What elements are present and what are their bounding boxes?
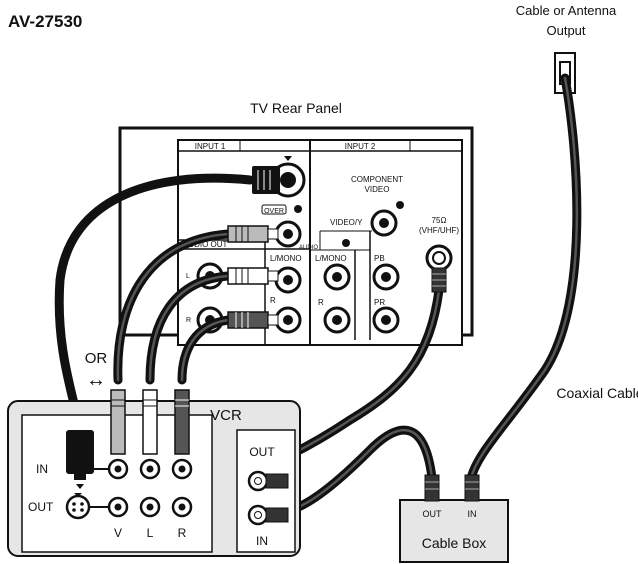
antenna-to-cablebox-cable <box>467 73 582 480</box>
vcr-rf-out-jack <box>247 470 289 492</box>
component-label-line2: VIDEO <box>365 185 390 194</box>
tv-component-y-jack <box>370 209 398 237</box>
ohm-label-line2: (VHF/UHF) <box>419 226 459 235</box>
audio-out-l-label: L <box>186 273 190 280</box>
tv-component-pr-jack <box>372 306 400 334</box>
cablebox-to-vcr-cable <box>285 425 437 515</box>
vcr-in-left-audio-jack <box>139 458 161 480</box>
vcr-in-label: IN <box>36 462 48 476</box>
tv-input1-video-jack <box>274 220 302 248</box>
tv-input2-right-audio-jack <box>323 306 351 334</box>
audio-small-label: AUDIO <box>299 245 318 251</box>
vcr-out-s-video-jack <box>65 493 91 520</box>
cable-box-device <box>399 499 509 563</box>
vcr-rf-in-jack <box>247 504 289 526</box>
audio-out-r-label: R <box>186 317 191 324</box>
coax-plug-tv <box>431 267 447 293</box>
vcr-left-audio-rca-plug <box>142 389 158 455</box>
video-rca-cable <box>113 229 233 385</box>
lmono-label-input2: L/MONO <box>315 254 347 263</box>
tv-panel-title: TV Rear Panel <box>250 100 342 116</box>
vcr-label: VCR <box>210 407 242 424</box>
cablebox-in-label: IN <box>468 509 477 519</box>
videoy-label: VIDEO/Y <box>330 218 363 227</box>
vcr-out-video-jack <box>107 496 129 518</box>
r-label-input2: R <box>318 298 324 307</box>
pr-label: PR <box>374 298 385 307</box>
audio-out-label: AUDIO OUT <box>183 240 228 249</box>
vcr-r-label: R <box>178 526 187 540</box>
tv-input1-left-audio-jack <box>274 266 302 294</box>
over-label: OVER <box>264 208 284 215</box>
tv-input1-right-audio-jack <box>274 306 302 334</box>
component-label-line1: COMPONENT <box>351 175 403 184</box>
cablebox-out-label: OUT <box>423 509 443 519</box>
r-label-input1: R <box>270 296 276 305</box>
vcr-in-video-jack <box>107 458 129 480</box>
vcr-out-label: OUT <box>28 500 54 514</box>
vcr-in-right-audio-jack <box>171 458 193 480</box>
cablebox-in-plug <box>464 474 480 502</box>
input2-label: INPUT 2 <box>345 142 376 151</box>
or-label: OR <box>85 350 108 367</box>
left-audio-rca-cable <box>145 271 233 385</box>
vcr-l-label: L <box>147 526 154 540</box>
s-video-cable <box>54 173 255 435</box>
cablebox-out-plug <box>424 474 440 502</box>
antenna-label-line1: Cable or Antenna <box>516 3 617 18</box>
video-rca-plug-tv <box>227 225 279 243</box>
right-audio-rca-cable <box>177 315 233 385</box>
vcr-s-video-plug <box>66 430 94 489</box>
vcr-video-rca-plug <box>110 389 126 455</box>
vcr-out-right-audio-jack <box>171 496 193 518</box>
tv-antenna-jack <box>425 244 453 272</box>
tv-to-vcr-rf-cable <box>285 285 444 460</box>
vcr-rf-out-label: OUT <box>249 445 275 459</box>
vcr-rf-in-label: IN <box>256 534 268 548</box>
cablebox-label: Cable Box <box>422 535 487 551</box>
coaxial-cable-label: Coaxial Cable <box>556 385 638 401</box>
s-video-plug-tv <box>252 166 280 194</box>
lmono-label-input1: L/MONO <box>270 254 302 263</box>
model-number: AV-27530 <box>8 12 82 31</box>
tv-component-pb-jack <box>372 263 400 291</box>
input1-label: INPUT 1 <box>195 142 226 151</box>
tv-input2-left-audio-jack <box>323 263 351 291</box>
pb-label: PB <box>374 254 385 263</box>
left-audio-rca-plug-tv <box>227 267 279 285</box>
tv-rear-panel: INPUT 1 INPUT 2 AUDIO OUT S OVER AUDIO L… <box>118 126 474 346</box>
ohm-label-line1: 75Ω <box>432 216 447 225</box>
vcr-right-audio-rca-plug <box>174 389 190 455</box>
or-arrow-icon: ↔ <box>86 369 106 391</box>
vcr-v-label: V <box>114 526 122 540</box>
right-audio-rca-plug-tv <box>227 311 279 329</box>
antenna-label-line2: Output <box>546 23 585 38</box>
vcr-out-left-audio-jack <box>139 496 161 518</box>
